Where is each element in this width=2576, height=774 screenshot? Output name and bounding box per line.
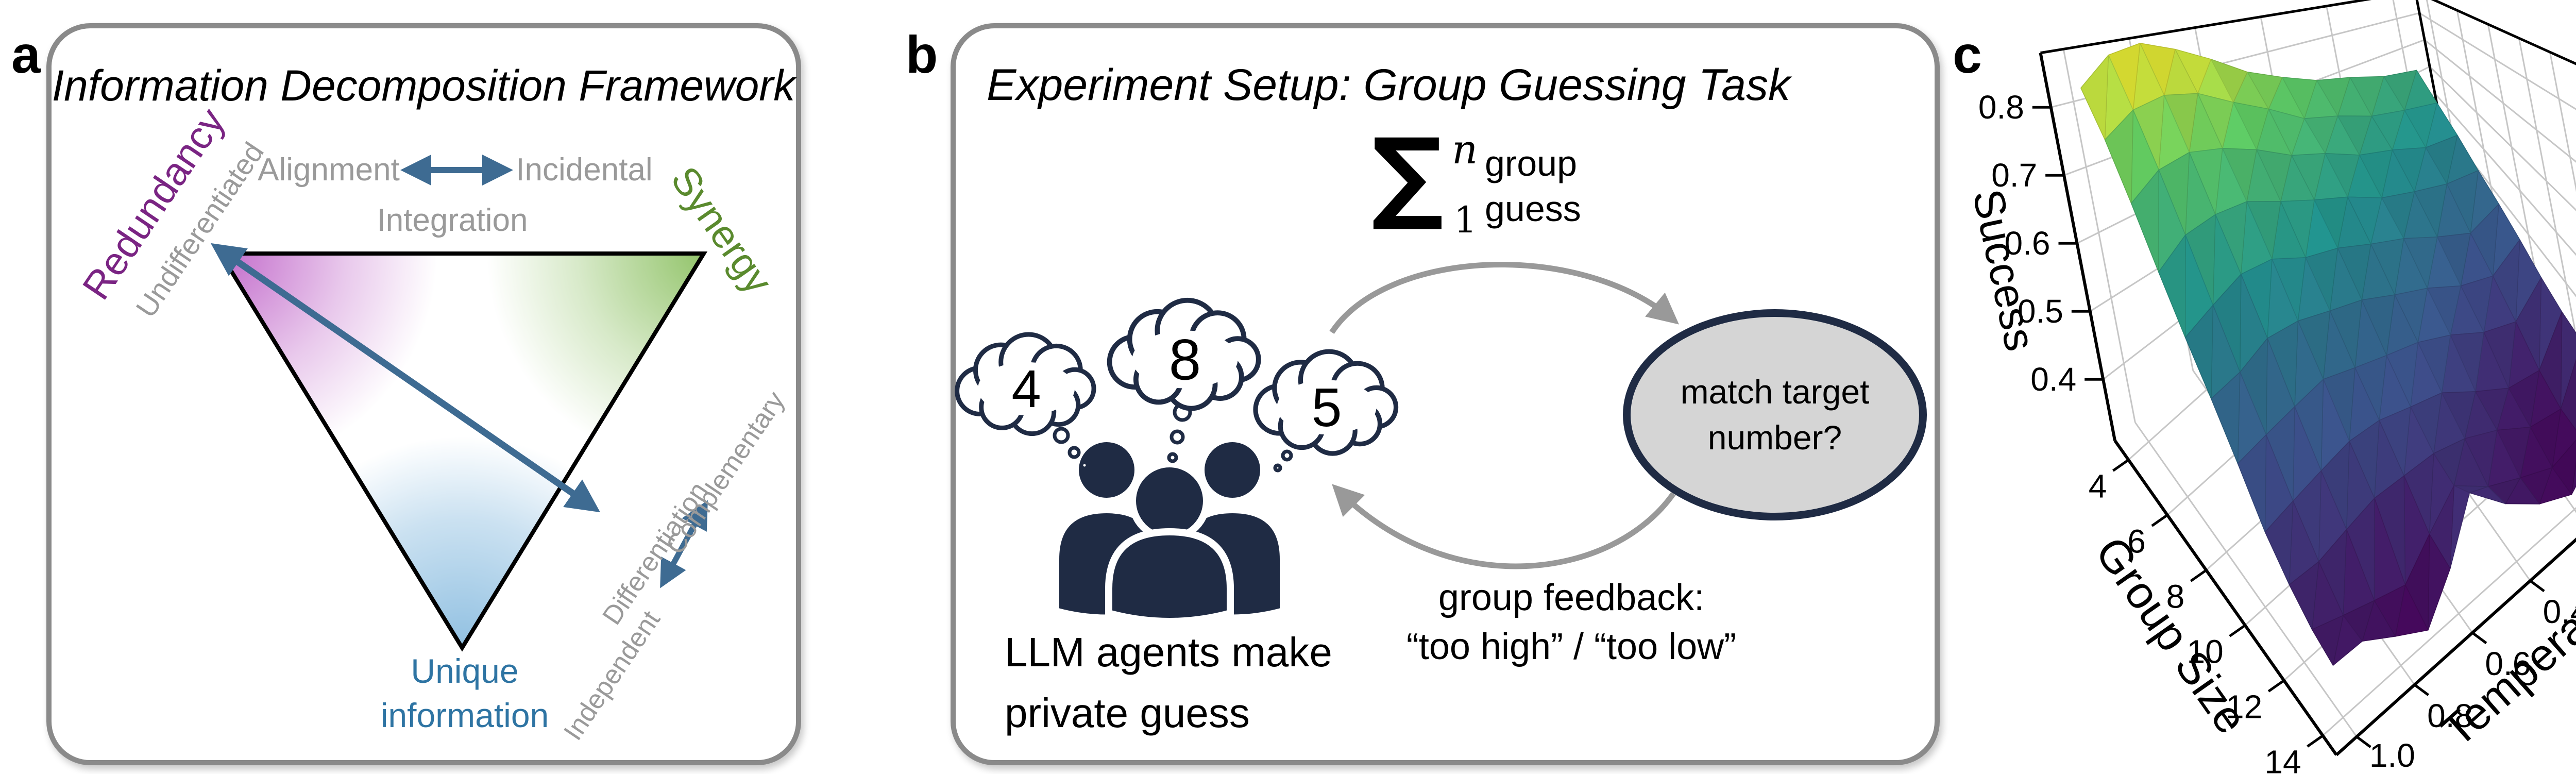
svg-text:10: 10 — [2187, 633, 2224, 670]
svg-text:0.6: 0.6 — [2005, 225, 2050, 262]
panel-a-letter: a — [11, 25, 41, 84]
thought-value-8: 8 — [1169, 327, 1201, 392]
guess-flow-arrow — [1329, 262, 1679, 334]
panel-c-letter: c — [1953, 25, 1982, 84]
svg-text:0.5: 0.5 — [2018, 293, 2063, 330]
sum-upper-bound: n — [1452, 127, 1478, 173]
svg-text:0.6: 0.6 — [2485, 645, 2531, 682]
incidental-label: Incidental — [516, 152, 653, 188]
match-target-line1: match target — [1680, 372, 1870, 411]
agents-caption-line1: LLM agents make — [1005, 629, 1332, 675]
svg-text:12: 12 — [2226, 688, 2262, 726]
integration-label: Integration — [377, 203, 528, 238]
feedback-flow-arrow — [1332, 484, 1676, 569]
svg-text:6: 6 — [2127, 523, 2146, 560]
thought-bubble-8: 8 — [1107, 297, 1261, 411]
feedback-label-line2: “too high” / “too low” — [1406, 626, 1737, 667]
svg-text:0.8: 0.8 — [1978, 89, 2024, 126]
svg-text:Success: Success — [1963, 185, 2045, 355]
independent-complementary-arrow — [660, 500, 708, 588]
thought-value-5: 5 — [1312, 377, 1342, 438]
thought-value-4: 4 — [1011, 359, 1041, 418]
sum-text-line2: guess — [1485, 189, 1581, 229]
svg-text:14: 14 — [2264, 744, 2301, 774]
sum-lower-bound: 1 — [1454, 199, 1477, 241]
panel-b-letter: b — [906, 25, 938, 84]
agents-caption-line2: private guess — [1005, 690, 1250, 736]
unique-information-label-line2: information — [380, 696, 549, 734]
alignment-label: Alignment — [258, 152, 400, 188]
redundancy-unique-axis-arrow — [210, 243, 601, 513]
match-target-line2: number? — [1707, 418, 1842, 457]
svg-text:0.7: 0.7 — [1991, 157, 2037, 194]
llm-agents-icon — [1053, 436, 1286, 625]
sum-text-line1: group — [1485, 143, 1578, 183]
unique-information-label-line1: Unique — [411, 652, 519, 690]
svg-text:0.8: 0.8 — [2427, 697, 2473, 734]
panel-b-title: Experiment Setup: Group Guessing Task — [987, 60, 1790, 110]
feedback-label-line1: group feedback: — [1438, 577, 1705, 618]
svg-text:1.0: 1.0 — [2369, 737, 2415, 774]
svg-text:0.4: 0.4 — [2030, 361, 2076, 398]
svg-text:4: 4 — [2089, 467, 2107, 504]
panel-a-title: Information Decomposition Framework — [52, 61, 795, 110]
thought-bubble-5: 5 — [1253, 349, 1399, 456]
thought-bubble-4: 4 — [955, 332, 1096, 436]
svg-text:0.4: 0.4 — [2543, 593, 2576, 630]
sum-symbol: ∑ — [1371, 116, 1444, 233]
svg-text:8: 8 — [2166, 578, 2185, 615]
